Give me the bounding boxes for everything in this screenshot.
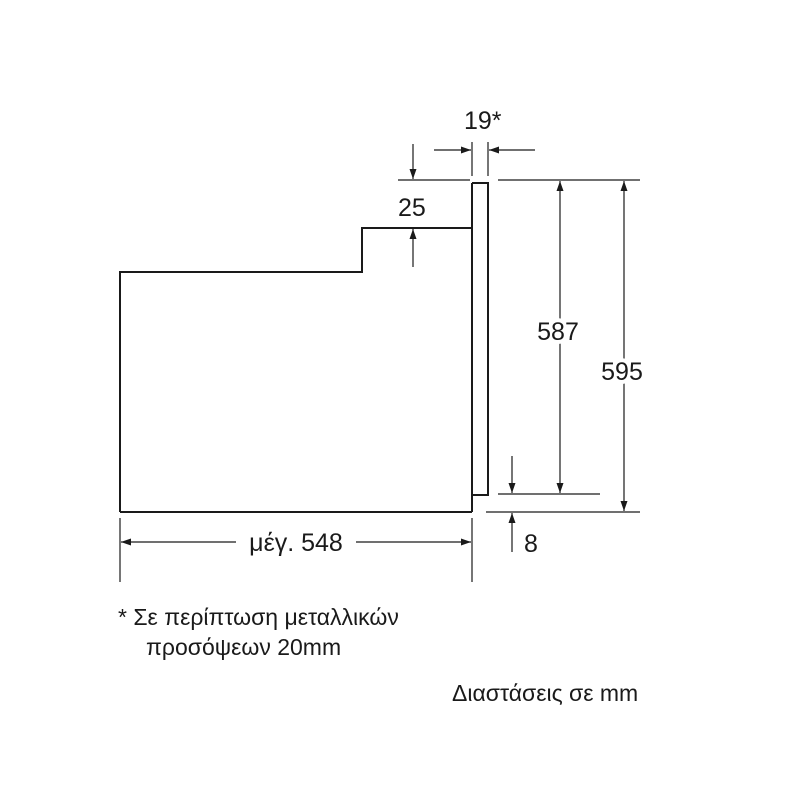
dim-595-label: 595 xyxy=(601,358,643,386)
dim-depth-label: μέγ. 548 xyxy=(249,529,343,557)
dim-19-label: 19* xyxy=(464,107,502,135)
dim-8-label: 8 xyxy=(524,530,538,558)
front-panel-outline xyxy=(471,182,489,512)
oven-body-outline xyxy=(119,227,472,512)
footnote-line-1: * Σε περίπτωση μεταλλικών xyxy=(118,604,399,630)
dim-25-label: 25 xyxy=(398,194,426,222)
dim-587-label: 587 xyxy=(537,318,579,346)
units-note: Διαστάσεις σε mm xyxy=(452,680,639,706)
footnote-line-2: προσόψεων 20mm xyxy=(146,634,342,660)
